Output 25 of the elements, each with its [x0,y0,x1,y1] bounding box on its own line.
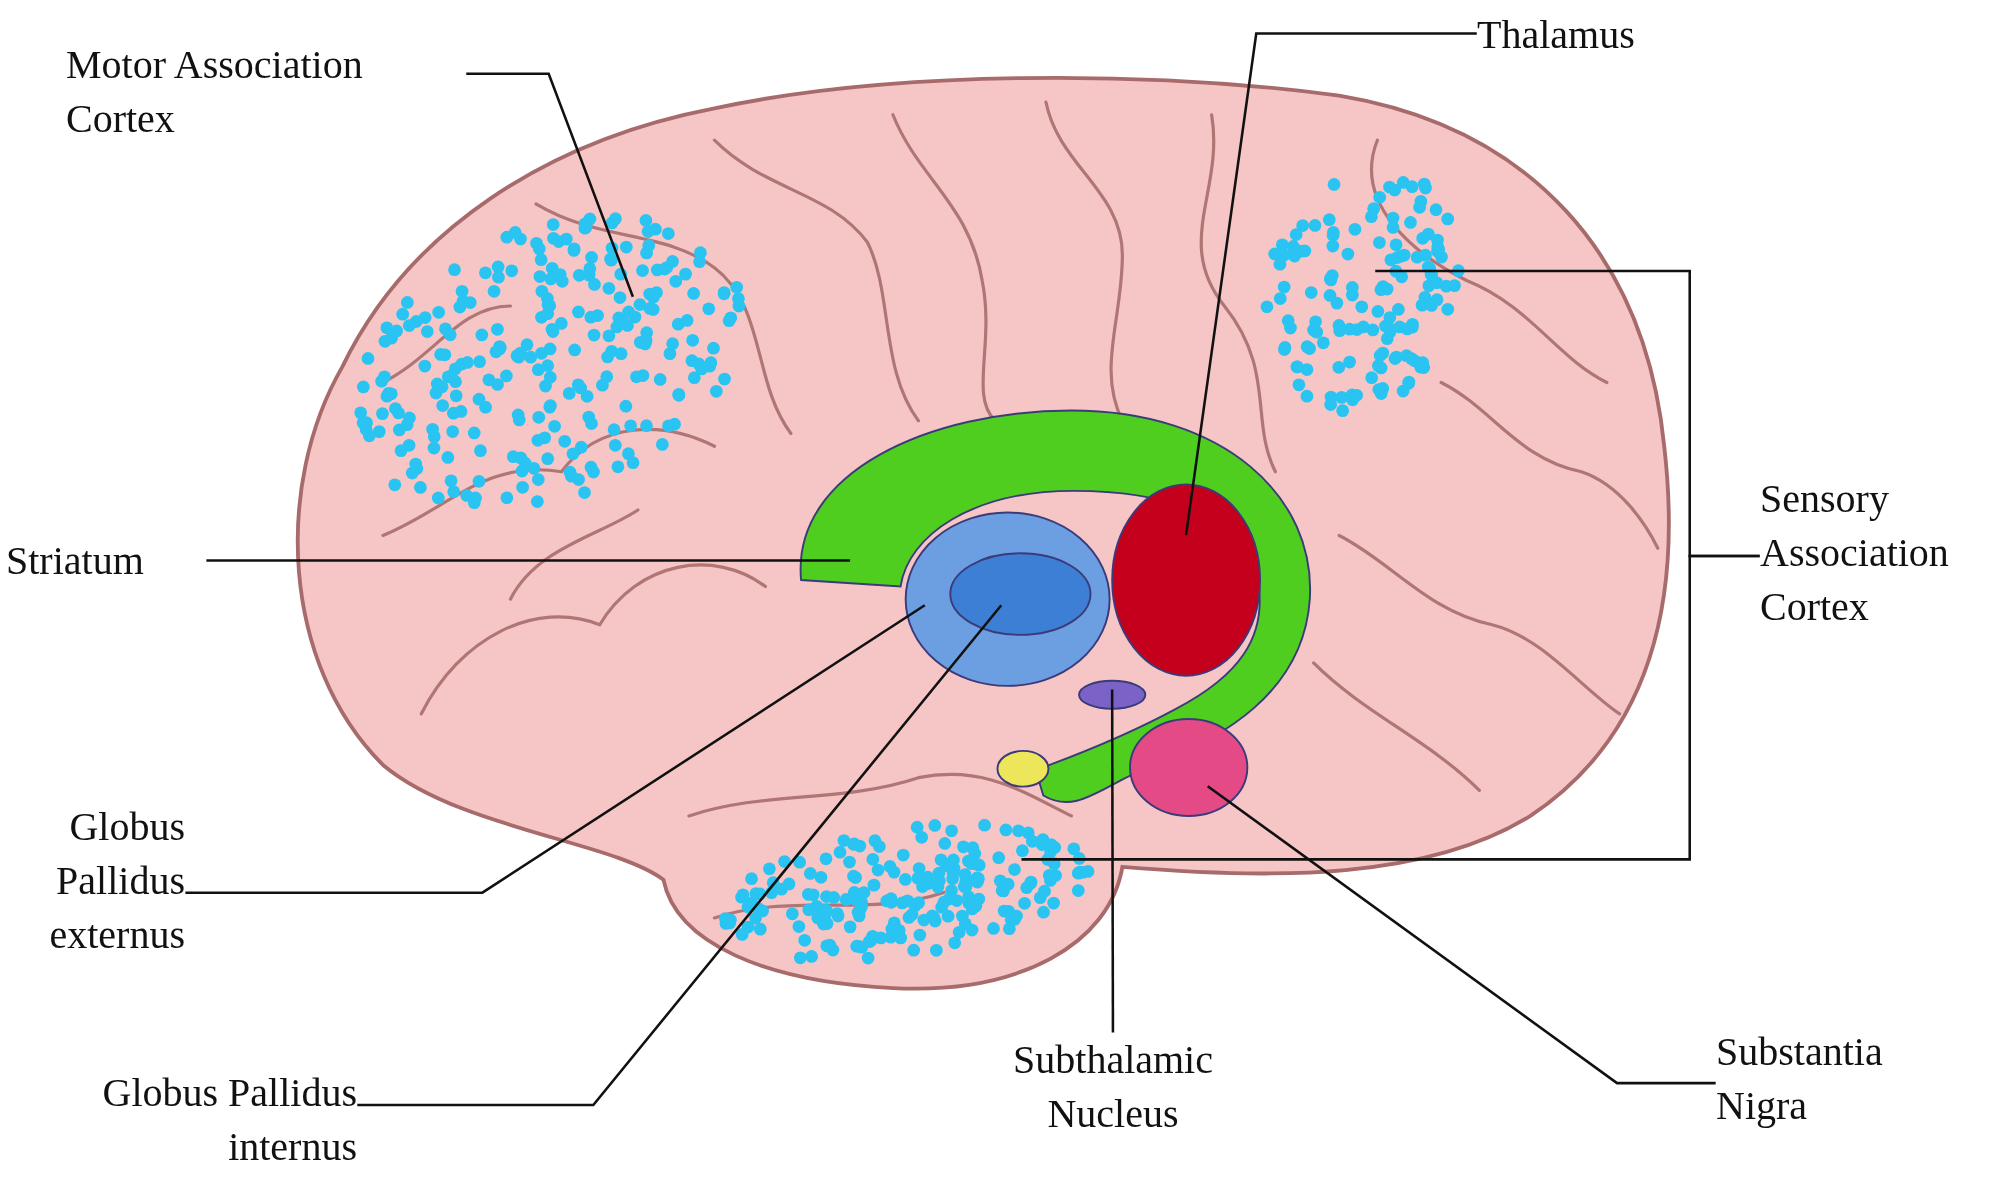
leader-line [206,559,851,562]
dot-cluster [1260,176,1465,418]
brain-region [904,511,1111,687]
leader-line [1184,32,1477,536]
part-label: Subthalamic Nucleus [1013,1037,1213,1136]
brain-region [1129,718,1249,817]
part-label: Thalamus [1477,12,1635,57]
part-label: Globus Pallidus internus [102,1070,357,1169]
leader-line [185,604,926,894]
leader-line [1110,689,1115,1033]
dot-cluster [354,212,746,510]
brain-region [1078,679,1147,710]
leader-line [1206,785,1716,1085]
brain-region [1111,483,1262,677]
part-label: Sensory Association Cortex [1760,476,1949,629]
brain-region [800,409,1311,803]
leader-line [357,604,1003,1107]
part-label: Motor Association Cortex [66,42,363,141]
part-label: Substantia Nigra [1716,1029,1883,1128]
leader-line [466,72,635,298]
part-label: Striatum [6,538,144,583]
dot-cluster [719,818,1095,965]
leader-line [1021,554,1760,861]
part-label: Globus Pallidus externus [49,804,185,957]
brain-region [949,552,1092,636]
